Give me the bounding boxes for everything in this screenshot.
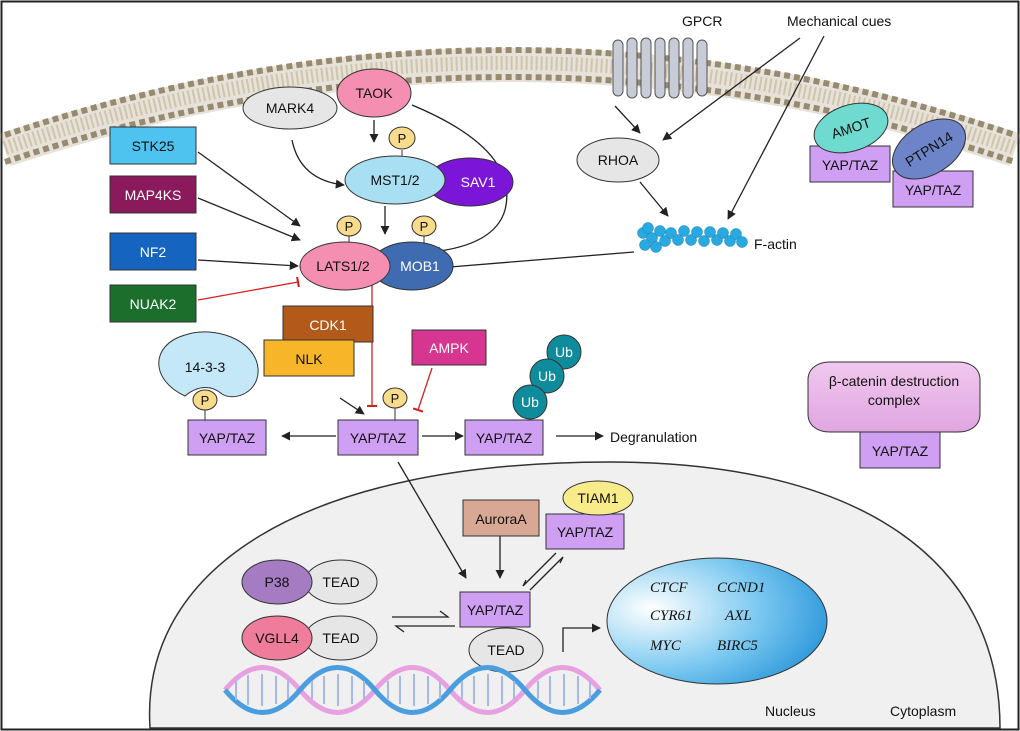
bcat-yaptaz-box <box>859 431 941 469</box>
yaptaz-14-3-3-phospho-badge <box>192 389 218 411</box>
ub-label-bottom: Ub <box>521 394 539 410</box>
yaptaz-central-phospho-label: P <box>391 391 400 406</box>
beta-catenin-destruction-complex <box>807 361 981 433</box>
tiam1-yaptaz-box <box>545 513 625 550</box>
nf2-node <box>109 232 197 271</box>
yaptaz-14-3-3-box <box>187 419 267 456</box>
beta-catenin-label: β-catenin destruction complex <box>828 373 960 408</box>
p38-node <box>241 559 313 605</box>
p38-label: P38 <box>265 574 290 590</box>
taok-node <box>336 68 412 118</box>
map4ks-node <box>109 175 197 214</box>
mob1-label: MOB1 <box>400 258 440 274</box>
mob1-phospho-badge <box>411 215 437 237</box>
ampk-node <box>411 329 487 366</box>
tead-nuclear-label: TEAD <box>487 642 524 658</box>
sav1-label: SAV1 <box>461 174 496 190</box>
ub-label-middle: Ub <box>538 368 556 384</box>
lats-phospho-label: P <box>345 219 354 234</box>
mark4-node <box>242 86 338 130</box>
tiam1-yaptaz-label: YAP/TAZ <box>557 524 614 540</box>
ptpn14-node <box>892 118 966 180</box>
ub-node-bottom <box>512 384 548 420</box>
ub-node-middle <box>529 358 565 394</box>
vgll4-label: VGLL4 <box>255 630 299 646</box>
ub-label-top: Ub <box>555 344 573 360</box>
mst-phospho-badge <box>388 126 416 150</box>
stk25-node <box>109 126 197 165</box>
cdk1-label: CDK1 <box>309 317 347 333</box>
nucleus-label: Nucleus <box>765 703 816 719</box>
amot-yaptaz-label: YAP/TAZ <box>822 157 879 173</box>
vgll4-node <box>241 615 313 661</box>
target-gene-ctcf: CTCF <box>650 580 688 596</box>
nlk-label: NLK <box>295 351 323 367</box>
yaptaz-nuclear-label: YAP/TAZ <box>467 602 524 618</box>
yaptaz-ub-label: YAP/TAZ <box>476 430 533 446</box>
rhoa-node <box>576 137 660 183</box>
target-gene-myc: MYC <box>649 638 682 654</box>
nf2-label: NF2 <box>140 244 167 260</box>
target-gene-ccnd1: CCND1 <box>717 580 765 596</box>
mst-phospho-label: P <box>398 131 407 146</box>
cytoplasm-label: Cytoplasm <box>890 703 956 719</box>
rhoa-label: RHOA <box>598 152 639 168</box>
protein-14-3-3-node <box>158 331 259 398</box>
yaptaz-central-label: YAP/TAZ <box>350 430 407 446</box>
tiam1-node <box>562 480 634 516</box>
target-gene-axl: AXL <box>724 608 752 624</box>
aurora-a-label: AuroraA <box>475 511 527 527</box>
lats-phospho-badge <box>336 215 362 237</box>
ampk-label: AMPK <box>429 340 469 356</box>
yaptaz-ub-box <box>464 419 544 456</box>
lats12-node <box>299 241 391 291</box>
nuak2-label: NUAK2 <box>130 296 177 312</box>
mechanical-cues-label: Mechanical cues <box>787 13 891 29</box>
ub-node-top <box>546 334 582 370</box>
tead-p38-label: TEAD <box>322 574 359 590</box>
protein-14-3-3-label: 14-3-3 <box>185 359 226 375</box>
gpcr-receptor-icon <box>612 37 708 99</box>
f-actin-label: F-actin <box>754 236 797 252</box>
lats12-label: LATS1/2 <box>316 258 370 274</box>
yaptaz-nuclear-box <box>459 591 531 628</box>
gpcr-label: GPCR <box>682 13 722 29</box>
mst12-label: MST1/2 <box>370 172 419 188</box>
yaptaz-central-box <box>337 419 419 456</box>
target-gene-cyr61: CYR61 <box>650 608 693 624</box>
map4ks-label: MAP4KS <box>125 187 182 203</box>
taok-label: TAOK <box>355 85 393 101</box>
aurora-a-node <box>462 499 540 537</box>
dna-helix-icon <box>223 665 602 715</box>
bcat-yaptaz-label: YAP/TAZ <box>872 443 929 459</box>
target-gene-birc5: BIRC5 <box>717 638 758 654</box>
nuak2-node <box>109 284 197 323</box>
mark4-label: MARK4 <box>266 100 314 116</box>
amot-node <box>813 102 889 154</box>
yaptaz-14-3-3-phospho-label: P <box>201 393 210 408</box>
ptpn14-yaptaz-label: YAP/TAZ <box>905 182 962 198</box>
tead-vgll4-label: TEAD <box>322 630 359 646</box>
yaptaz-central-phospho-badge <box>382 387 408 409</box>
mob1-phospho-label: P <box>420 219 429 234</box>
target-genes-region <box>606 557 828 685</box>
mst12-node <box>344 155 446 205</box>
interaction-arrows <box>197 35 825 652</box>
degranulation-label: Degranulation <box>610 429 697 445</box>
f-actin-filament-icon <box>637 222 748 253</box>
yaptaz-14-3-3-label: YAP/TAZ <box>199 430 256 446</box>
tiam1-label: TIAM1 <box>577 490 618 506</box>
nlk-node <box>263 339 355 377</box>
stk25-label: STK25 <box>132 138 175 154</box>
